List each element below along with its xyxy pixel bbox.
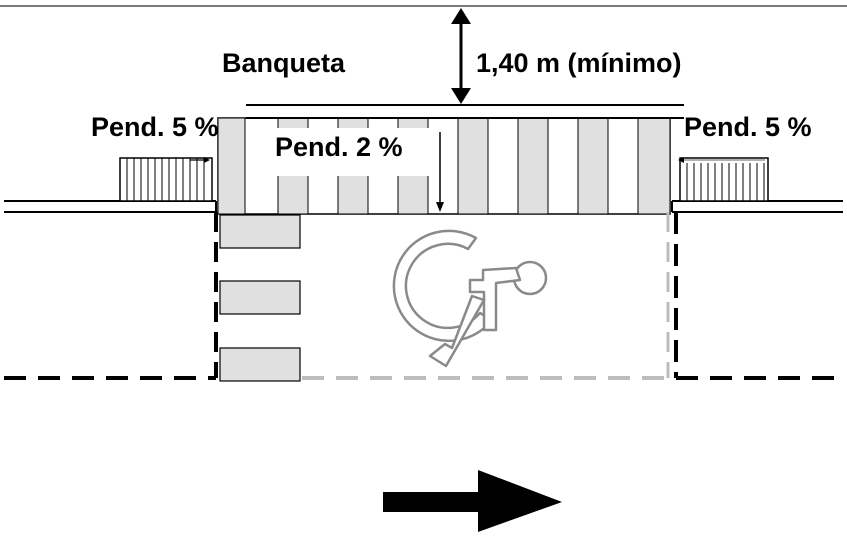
slope-direction-arrow <box>436 132 444 212</box>
left-ramp-flare <box>119 157 213 202</box>
slope-left-label: Pend. 5 % <box>91 112 219 142</box>
right-arrow-icon <box>383 470 562 532</box>
banqueta-label: Banqueta <box>222 48 346 78</box>
wheelchair-symbol-icon <box>392 229 548 368</box>
zebra-blocks <box>219 214 301 382</box>
right-ramp-flare <box>678 157 769 202</box>
crossing-lane-lines <box>4 212 843 380</box>
slope-center-label: Pend. 2 % <box>275 132 403 162</box>
min-width-label: 1,40 m (mínimo) <box>476 48 682 78</box>
central-ramp <box>217 104 844 215</box>
slope-right-label: Pend. 5 % <box>684 112 812 142</box>
width-dimension-arrow <box>451 8 471 104</box>
